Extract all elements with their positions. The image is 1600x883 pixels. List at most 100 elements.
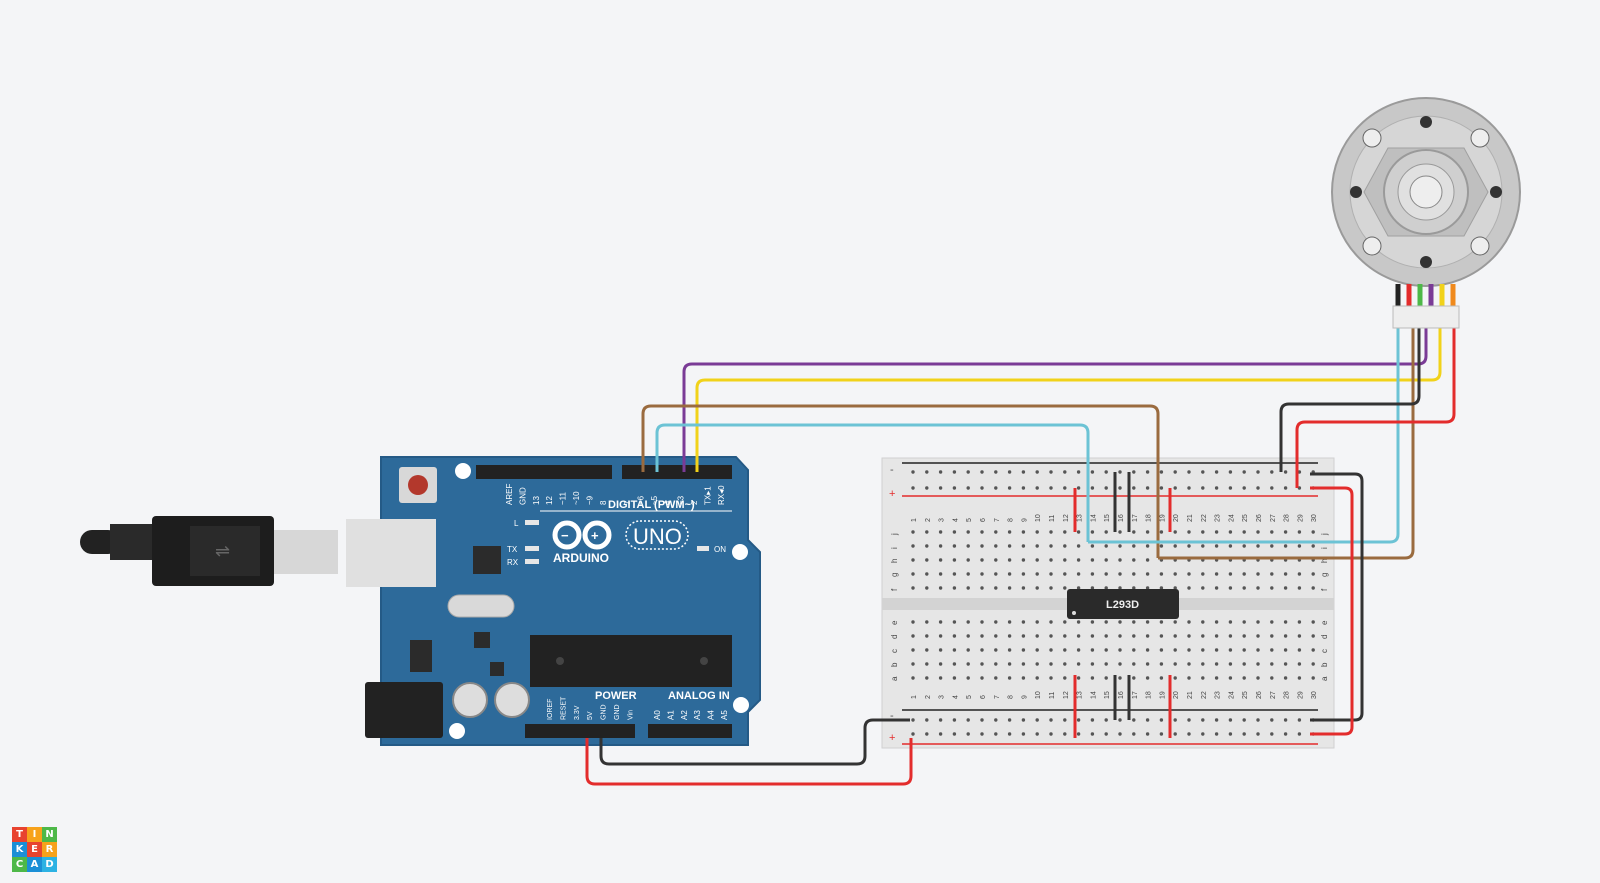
breadboard-hole[interactable]	[1187, 470, 1191, 474]
breadboard-hole[interactable]	[1132, 486, 1136, 490]
breadboard-hole[interactable]	[925, 572, 929, 576]
breadboard-hole[interactable]	[1118, 718, 1122, 722]
breadboard-hole[interactable]	[1076, 558, 1081, 562]
breadboard-hole[interactable]	[1076, 470, 1081, 474]
breadboard-hole[interactable]	[1311, 620, 1315, 624]
breadboard-hole[interactable]	[1159, 544, 1164, 548]
breadboard-hole[interactable]	[1063, 662, 1067, 666]
breadboard-hole[interactable]	[1159, 620, 1164, 624]
breadboard-hole[interactable]	[1145, 732, 1150, 736]
breadboard-hole[interactable]	[1007, 676, 1012, 680]
breadboard-hole[interactable]	[1132, 634, 1136, 638]
breadboard-hole[interactable]	[1173, 470, 1177, 474]
analog-header[interactable]	[648, 724, 732, 738]
breadboard-hole[interactable]	[925, 662, 929, 666]
breadboard-hole[interactable]	[938, 648, 943, 652]
breadboard-hole[interactable]	[1256, 676, 1260, 680]
breadboard-hole[interactable]	[1090, 470, 1095, 474]
breadboard-hole[interactable]	[938, 634, 943, 638]
breadboard-hole[interactable]	[1214, 572, 1219, 576]
breadboard-hole[interactable]	[911, 732, 915, 736]
breadboard-hole[interactable]	[1049, 676, 1053, 680]
breadboard-hole[interactable]	[1021, 572, 1026, 576]
breadboard-hole[interactable]	[1007, 486, 1012, 490]
breadboard-hole[interactable]	[1297, 732, 1302, 736]
breadboard-hole[interactable]	[1311, 676, 1315, 680]
breadboard-hole[interactable]	[911, 572, 915, 576]
breadboard-hole[interactable]	[1104, 544, 1108, 548]
breadboard-hole[interactable]	[1035, 486, 1039, 490]
breadboard-hole[interactable]	[1049, 544, 1053, 548]
wire-brown-motor[interactable]	[1158, 326, 1415, 560]
breadboard-hole[interactable]	[1159, 732, 1164, 736]
breadboard-jumpers[interactable]	[1073, 472, 1172, 738]
breadboard-hole[interactable]	[938, 662, 943, 666]
breadboard-hole[interactable]	[1187, 572, 1191, 576]
breadboard-hole[interactable]	[1145, 530, 1150, 534]
breadboard[interactable]: - + - + 11223344556677889910101111121213…	[881, 457, 1335, 749]
breadboard-hole[interactable]	[1076, 620, 1081, 624]
breadboard-hole[interactable]	[1145, 470, 1150, 474]
breadboard-hole[interactable]	[1159, 718, 1164, 722]
breadboard-hole[interactable]	[1228, 620, 1233, 624]
breadboard-hole[interactable]	[1270, 572, 1274, 576]
breadboard-hole[interactable]	[938, 732, 943, 736]
breadboard-hole[interactable]	[938, 470, 943, 474]
breadboard-hole[interactable]	[1228, 732, 1233, 736]
breadboard-hole[interactable]	[952, 648, 957, 652]
breadboard-hole[interactable]	[1256, 718, 1260, 722]
breadboard-hole[interactable]	[925, 620, 929, 624]
breadboard-hole[interactable]	[1076, 530, 1081, 534]
breadboard-hole[interactable]	[938, 718, 943, 722]
breadboard-hole[interactable]	[1007, 662, 1012, 666]
breadboard-hole[interactable]	[980, 558, 984, 562]
wire-black-motor[interactable]	[1279, 326, 1421, 472]
breadboard-hole[interactable]	[911, 718, 915, 722]
breadboard-hole[interactable]	[1297, 530, 1302, 534]
breadboard-hole[interactable]	[1256, 634, 1260, 638]
breadboard-hole[interactable]	[1270, 634, 1274, 638]
breadboard-hole[interactable]	[1173, 732, 1177, 736]
breadboard-hole[interactable]	[1035, 662, 1039, 666]
breadboard-hole[interactable]	[1173, 634, 1177, 638]
breadboard-hole[interactable]	[1104, 634, 1108, 638]
breadboard-hole[interactable]	[1311, 662, 1315, 666]
breadboard-hole[interactable]	[980, 586, 984, 590]
breadboard-hole[interactable]	[1021, 620, 1026, 624]
breadboard-hole[interactable]	[1173, 620, 1177, 624]
breadboard-hole[interactable]	[1090, 718, 1095, 722]
breadboard-hole[interactable]	[1104, 732, 1108, 736]
breadboard-hole[interactable]	[1256, 544, 1260, 548]
breadboard-hole[interactable]	[1242, 544, 1246, 548]
breadboard-hole[interactable]	[1090, 530, 1095, 534]
breadboard-hole[interactable]	[1076, 662, 1081, 666]
breadboard-hole[interactable]	[1104, 676, 1108, 680]
breadboard-hole[interactable]	[1201, 732, 1205, 736]
breadboard-hole[interactable]	[1283, 662, 1288, 666]
breadboard-hole[interactable]	[980, 572, 984, 576]
breadboard-hole[interactable]	[1214, 676, 1219, 680]
breadboard-hole[interactable]	[1090, 558, 1095, 562]
breadboard-hole[interactable]	[938, 572, 943, 576]
breadboard-hole[interactable]	[1297, 620, 1302, 624]
breadboard-hole[interactable]	[1242, 470, 1246, 474]
breadboard-hole[interactable]	[911, 676, 915, 680]
breadboard-hole[interactable]	[938, 586, 943, 590]
breadboard-hole[interactable]	[1049, 486, 1053, 490]
breadboard-hole[interactable]	[1187, 732, 1191, 736]
wire-brown-pin6[interactable]	[641, 404, 1160, 558]
breadboard-hole[interactable]	[1297, 662, 1302, 666]
breadboard-hole[interactable]	[1035, 648, 1039, 652]
breadboard-hole[interactable]	[980, 676, 984, 680]
breadboard-hole[interactable]	[994, 634, 998, 638]
breadboard-hole[interactable]	[952, 676, 957, 680]
breadboard-hole[interactable]	[1214, 732, 1219, 736]
breadboard-hole[interactable]	[1173, 544, 1177, 548]
breadboard-hole[interactable]	[952, 620, 957, 624]
breadboard-hole[interactable]	[1063, 486, 1067, 490]
breadboard-hole[interactable]	[1297, 470, 1302, 474]
breadboard-hole[interactable]	[1007, 470, 1012, 474]
breadboard-hole[interactable]	[1256, 530, 1260, 534]
breadboard-hole[interactable]	[1035, 558, 1039, 562]
